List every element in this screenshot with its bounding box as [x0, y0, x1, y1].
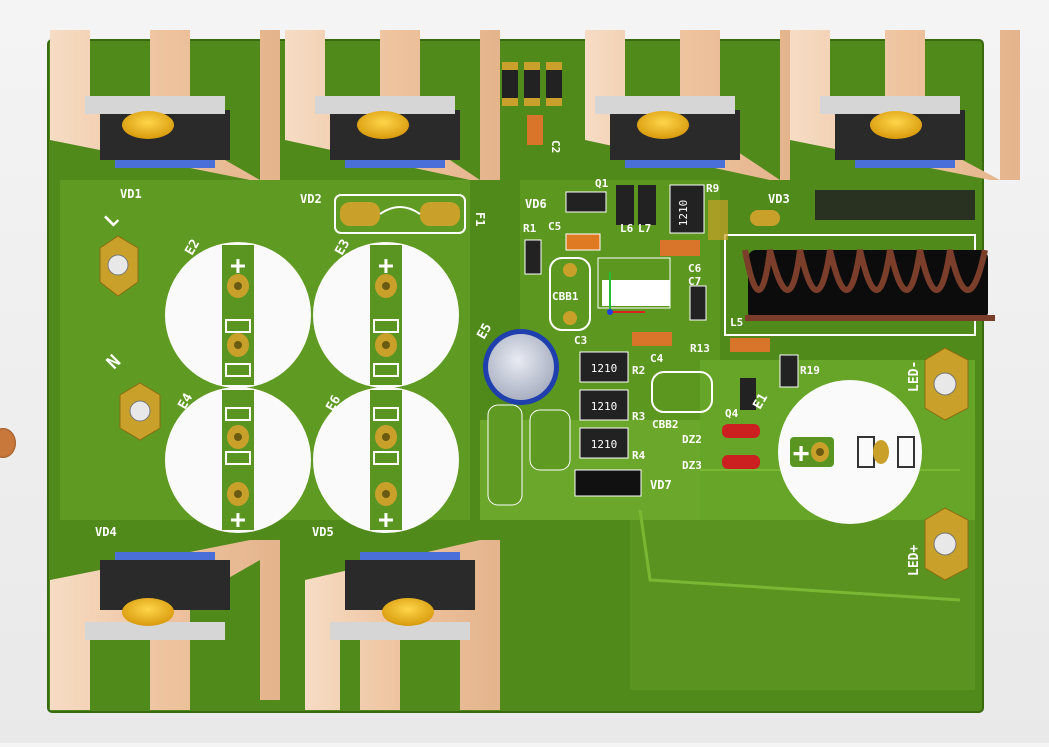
label-dz3: DZ3: [682, 459, 702, 472]
terminal-n[interactable]: [119, 382, 161, 441]
label-vd6: VD6: [525, 197, 547, 211]
label-e3: E3: [332, 237, 353, 258]
label-led-plus: LED+: [907, 545, 922, 576]
terminal-l[interactable]: [99, 235, 139, 297]
label-r3: R3: [632, 410, 645, 423]
heatsink-q1[interactable]: [585, 30, 790, 180]
fuse-f1[interactable]: [334, 194, 466, 234]
heatsink-vd5[interactable]: [305, 540, 500, 710]
capacitor-pads: [225, 274, 399, 506]
capacitor-plus-marks: + + + +: [230, 251, 394, 535]
svg-text:+: +: [230, 505, 246, 535]
label-r1: R1: [523, 222, 537, 235]
terminal-led-plus[interactable]: [924, 507, 969, 581]
svg-text:1210: 1210: [591, 400, 618, 413]
label-vd3: VD3: [768, 192, 790, 206]
svg-text:1210: 1210: [591, 362, 618, 375]
label-c4: C4: [650, 352, 664, 365]
label-l5: L5: [730, 316, 743, 329]
capacitor-e6[interactable]: [313, 387, 459, 533]
label-r4: R4: [632, 449, 646, 462]
svg-text:+: +: [378, 505, 394, 535]
svg-text:+: +: [230, 251, 246, 281]
label-vd1: VD1: [120, 187, 142, 201]
label-r13: R13: [690, 342, 710, 355]
capacitor-e5[interactable]: [483, 329, 559, 405]
smd-top-resistors: [487, 62, 975, 506]
terminal-led-minus[interactable]: [924, 347, 969, 421]
label-dz2: DZ2: [682, 433, 702, 446]
label-vd5: VD5: [312, 525, 334, 539]
label-e2: E2: [182, 237, 203, 258]
label-q4: Q4: [725, 407, 739, 420]
heatsink-vd3[interactable]: [790, 30, 1020, 180]
label-vd7: VD7: [650, 478, 672, 492]
label-c7: C7: [688, 275, 701, 288]
label-r9: R9: [706, 182, 719, 195]
label-e4: E4: [175, 391, 196, 412]
label-led-minus: LED-: [907, 361, 922, 392]
label-c3: C3: [574, 334, 587, 347]
svg-text:1210: 1210: [677, 200, 690, 227]
label-vd4: VD4: [95, 525, 117, 539]
label-r2: R2: [632, 364, 645, 377]
svg-text:+: +: [793, 436, 810, 469]
capacitor-e2[interactable]: [165, 242, 311, 388]
capacitor-e1[interactable]: +: [778, 380, 922, 524]
heatsink-vd1[interactable]: [50, 30, 280, 180]
axis-gizmo: [607, 272, 645, 315]
label-c5: C5: [548, 220, 561, 233]
label-c6: C6: [688, 262, 702, 275]
silkscreen-labels: VD1 VD2 VD3 VD4 VD5 VD6 VD7 E2 E3 E4 E6 …: [95, 140, 922, 576]
label-cbb2: CBB2: [652, 418, 679, 431]
inductor-l5[interactable]: [724, 210, 995, 336]
heatsink-vd2[interactable]: [285, 30, 500, 180]
label-c2: C2: [549, 140, 562, 153]
label-l7: L7: [638, 222, 651, 235]
label-e6: E6: [323, 393, 344, 414]
capacitor-e3[interactable]: [313, 242, 459, 388]
label-cbb1: CBB1: [552, 290, 579, 303]
label-r19: R19: [800, 364, 820, 377]
label-e5: E5: [474, 321, 495, 342]
label-l6: L6: [620, 222, 634, 235]
label-vd2: VD2: [300, 192, 322, 206]
heatsink-vd4[interactable]: [50, 540, 280, 710]
res-1210-markings: 1210 1210 1210 1210: [591, 200, 690, 451]
label-e1: E1: [750, 391, 771, 412]
label-f1: F1: [473, 212, 487, 226]
capacitor-e4[interactable]: [165, 387, 311, 533]
svg-text:+: +: [378, 251, 394, 281]
svg-text:1210: 1210: [591, 438, 618, 451]
label-q1: Q1: [595, 177, 609, 190]
view-rotate-handle[interactable]: [0, 428, 16, 458]
